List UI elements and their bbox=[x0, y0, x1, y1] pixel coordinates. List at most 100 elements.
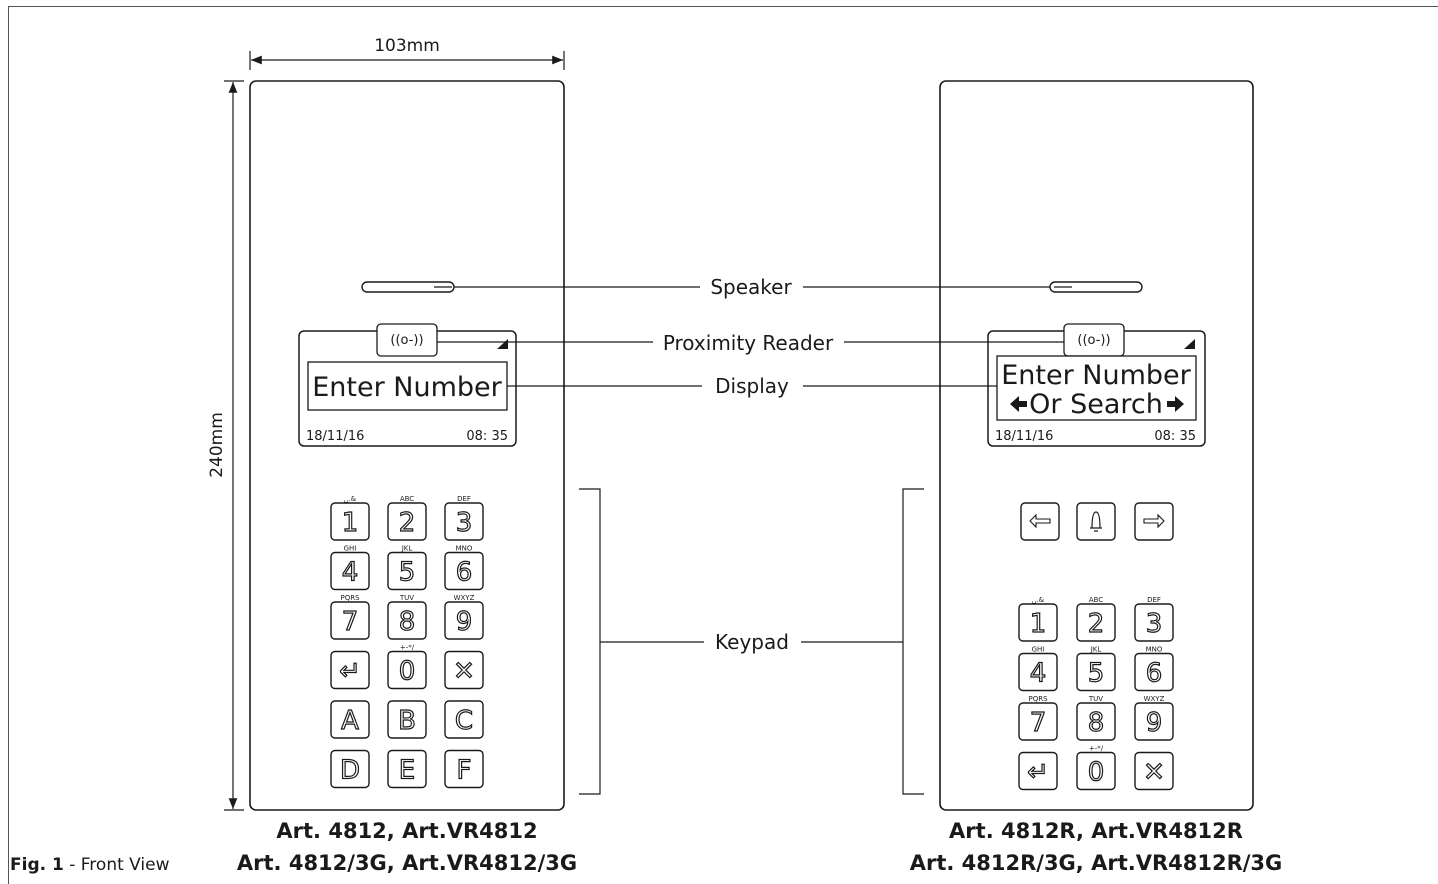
right-key-letters: TUV bbox=[1088, 695, 1103, 703]
right-key-cap[interactable] bbox=[1018, 702, 1058, 741]
right-key-cap[interactable] bbox=[1134, 751, 1174, 791]
left-key-cap[interactable] bbox=[444, 551, 484, 591]
right-key-12[interactable]: ✕ bbox=[1134, 751, 1174, 791]
left-key-16[interactable]: D bbox=[330, 749, 370, 789]
left-key-10[interactable]: ↵ bbox=[330, 650, 370, 690]
keypad-label: Keypad bbox=[715, 630, 789, 654]
left-key-11[interactable]: 0+-*/ bbox=[387, 644, 427, 690]
right-key-glyph: 1 bbox=[1030, 609, 1047, 639]
right-key-cap[interactable] bbox=[1134, 652, 1174, 692]
right-key-glyph: 2 bbox=[1088, 609, 1105, 639]
right-key-glyph: ✕ bbox=[1143, 758, 1165, 788]
left-key-cap[interactable] bbox=[330, 749, 370, 789]
nav-left-arrow-icon bbox=[1029, 513, 1051, 529]
left-key-cap[interactable] bbox=[444, 601, 484, 640]
right-key-11[interactable]: 0+-*/ bbox=[1076, 745, 1116, 791]
left-proximity-reader bbox=[376, 323, 438, 357]
left-key-letters: GHI bbox=[344, 545, 357, 553]
right-key-8[interactable]: 8 TUV bbox=[1076, 695, 1116, 741]
left-key-glyph: 8 bbox=[399, 607, 416, 637]
right-display-time: 08: 35 bbox=[1154, 429, 1196, 444]
right-key-cap[interactable] bbox=[1134, 702, 1174, 741]
nav-right-arrow-icon bbox=[1143, 513, 1165, 529]
left-key-18[interactable]: F bbox=[444, 749, 484, 789]
nav-right-key[interactable] bbox=[1134, 502, 1174, 541]
left-key-17[interactable]: E bbox=[387, 749, 427, 789]
width-label: 103mm bbox=[374, 36, 440, 56]
height-dimension: 240mm bbox=[207, 80, 244, 811]
right-key-glyph: 8 bbox=[1088, 708, 1105, 738]
right-panel: ((o-)) Enter Number Or Search 18/11/16 0… bbox=[910, 80, 1283, 875]
callout-keypad: Keypad bbox=[579, 488, 924, 795]
left-key-15[interactable]: C bbox=[444, 700, 484, 739]
left-display-time: 08: 35 bbox=[466, 429, 508, 444]
left-key-cap[interactable] bbox=[387, 700, 427, 739]
left-key-cap[interactable] bbox=[387, 551, 427, 591]
left-key-glyph: 5 bbox=[399, 558, 416, 588]
right-key-cap[interactable] bbox=[1134, 603, 1174, 642]
figure-caption-text: - Front View bbox=[64, 855, 170, 875]
right-key-glyph: 9 bbox=[1146, 708, 1163, 738]
left-key-cap[interactable] bbox=[387, 502, 427, 541]
nav-bell-key[interactable] bbox=[1076, 502, 1116, 541]
right-signal-icon bbox=[1184, 339, 1195, 349]
right-display-date: 18/11/16 bbox=[995, 429, 1053, 444]
left-display-line1: Enter Number bbox=[312, 372, 502, 403]
left-key-cap[interactable] bbox=[444, 650, 484, 690]
left-key-cap[interactable] bbox=[330, 502, 370, 541]
left-key-cap[interactable] bbox=[330, 601, 370, 640]
right-display-text-box bbox=[996, 355, 1197, 421]
right-key-cap[interactable] bbox=[1018, 603, 1058, 642]
left-key-cap[interactable] bbox=[387, 650, 427, 690]
left-key-glyph: 0 bbox=[399, 657, 416, 687]
right-key-cap[interactable] bbox=[1076, 603, 1116, 642]
right-key-1[interactable]: 1␣.& bbox=[1018, 596, 1058, 642]
left-key-cap[interactable] bbox=[444, 502, 484, 541]
left-key-cap[interactable] bbox=[444, 700, 484, 739]
left-key-1[interactable]: 1␣.& bbox=[330, 495, 370, 541]
bell-icon bbox=[1090, 511, 1102, 532]
right-key-cap[interactable] bbox=[1076, 702, 1116, 741]
callout-proximity: Proximity Reader bbox=[437, 331, 1064, 355]
left-key-12[interactable]: ✕ bbox=[444, 650, 484, 690]
right-key-cap[interactable] bbox=[1076, 652, 1116, 692]
callout-speaker: Speaker bbox=[454, 275, 1050, 299]
left-key-cap[interactable] bbox=[330, 700, 370, 739]
right-key-cap[interactable] bbox=[1076, 751, 1116, 791]
nav-keys bbox=[1020, 502, 1174, 541]
nav-left-key[interactable] bbox=[1020, 502, 1060, 541]
right-key-cap[interactable] bbox=[1018, 652, 1058, 692]
left-key-glyph: 7 bbox=[342, 607, 359, 637]
left-key-cap[interactable] bbox=[330, 650, 370, 690]
left-key-13[interactable]: A bbox=[330, 700, 370, 739]
left-key-14[interactable]: B bbox=[387, 700, 427, 739]
left-key-cap[interactable] bbox=[387, 749, 427, 789]
left-proximity-icon: ((o-)) bbox=[390, 333, 423, 348]
left-key-cap[interactable] bbox=[444, 749, 484, 789]
right-arrow-icon bbox=[1167, 396, 1184, 412]
left-key-cap[interactable] bbox=[387, 601, 427, 640]
right-key-glyph: 4 bbox=[1030, 659, 1047, 689]
figure-frame bbox=[8, 6, 1438, 884]
right-caption-2: Art. 4812R/3G, Art.VR4812R/3G bbox=[910, 851, 1283, 875]
right-key-10[interactable]: ↵ bbox=[1018, 751, 1058, 791]
left-key-cap[interactable] bbox=[330, 551, 370, 591]
right-key-cap[interactable] bbox=[1018, 751, 1058, 791]
right-key-glyph: 3 bbox=[1146, 609, 1163, 639]
